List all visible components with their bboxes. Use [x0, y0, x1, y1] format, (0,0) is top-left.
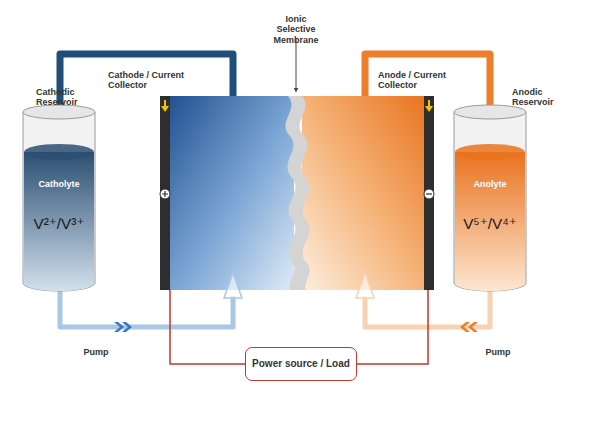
- cathode-half-cell: [166, 96, 294, 290]
- anolyte-inflow-arrow: [356, 273, 374, 298]
- electrode-label: Cathode / Current Collector: [108, 70, 190, 91]
- reservoir: AnolyteV⁵⁺/V⁴⁺: [453, 104, 527, 292]
- pump-label: Pump: [76, 347, 116, 357]
- negative-symbol: [424, 189, 434, 199]
- positive-symbol: [160, 189, 170, 199]
- anode-electrode: [424, 96, 434, 290]
- ionic-membrane: [285, 96, 309, 290]
- membrane-leader: [296, 38, 297, 90]
- cathode-current-arrowhead: [161, 106, 169, 112]
- reservoir-cylinder: [453, 104, 527, 292]
- anolyte-pump: [460, 322, 478, 332]
- electrolyte: [24, 152, 94, 291]
- electrolyte-surface: [455, 144, 525, 160]
- reservoir: CatholyteV²⁺/V³⁺: [22, 104, 96, 292]
- anode-half-cell: [302, 96, 428, 290]
- reservoir-label: Cathodic Reservoir: [36, 87, 92, 108]
- ion-pair: V⁵⁺/V⁴⁺: [453, 215, 527, 233]
- membrane-label: Ionic Selective Membrane: [266, 14, 326, 45]
- electrolyte-name: Anolyte: [453, 179, 527, 189]
- catholyte-supply-pipe: [60, 290, 233, 327]
- electrolyte: [455, 152, 525, 291]
- cathode-electrode: [160, 96, 170, 290]
- reservoir-label: Anodic Reservoir: [512, 87, 564, 108]
- catholyte-inflow-arrow: [224, 273, 242, 298]
- box-label: Power source / Load: [246, 358, 356, 369]
- reservoir-glass: [454, 112, 526, 291]
- power-box: Power source / Load: [245, 347, 357, 381]
- reservoir-cylinder: [22, 104, 96, 292]
- catholyte-pump: [114, 322, 132, 332]
- anode-current-arrowhead: [425, 106, 433, 112]
- reservoir-glass: [23, 112, 95, 291]
- positive-sign: [162, 191, 168, 197]
- ion-pair: V²⁺/V³⁺: [22, 215, 96, 233]
- pump-label: Pump: [478, 347, 518, 357]
- electrode-label: Anode / Current Collector: [378, 70, 460, 91]
- electrolyte-surface: [24, 144, 94, 160]
- electrolyte-name: Catholyte: [22, 179, 96, 189]
- negative-sign: [426, 193, 432, 194]
